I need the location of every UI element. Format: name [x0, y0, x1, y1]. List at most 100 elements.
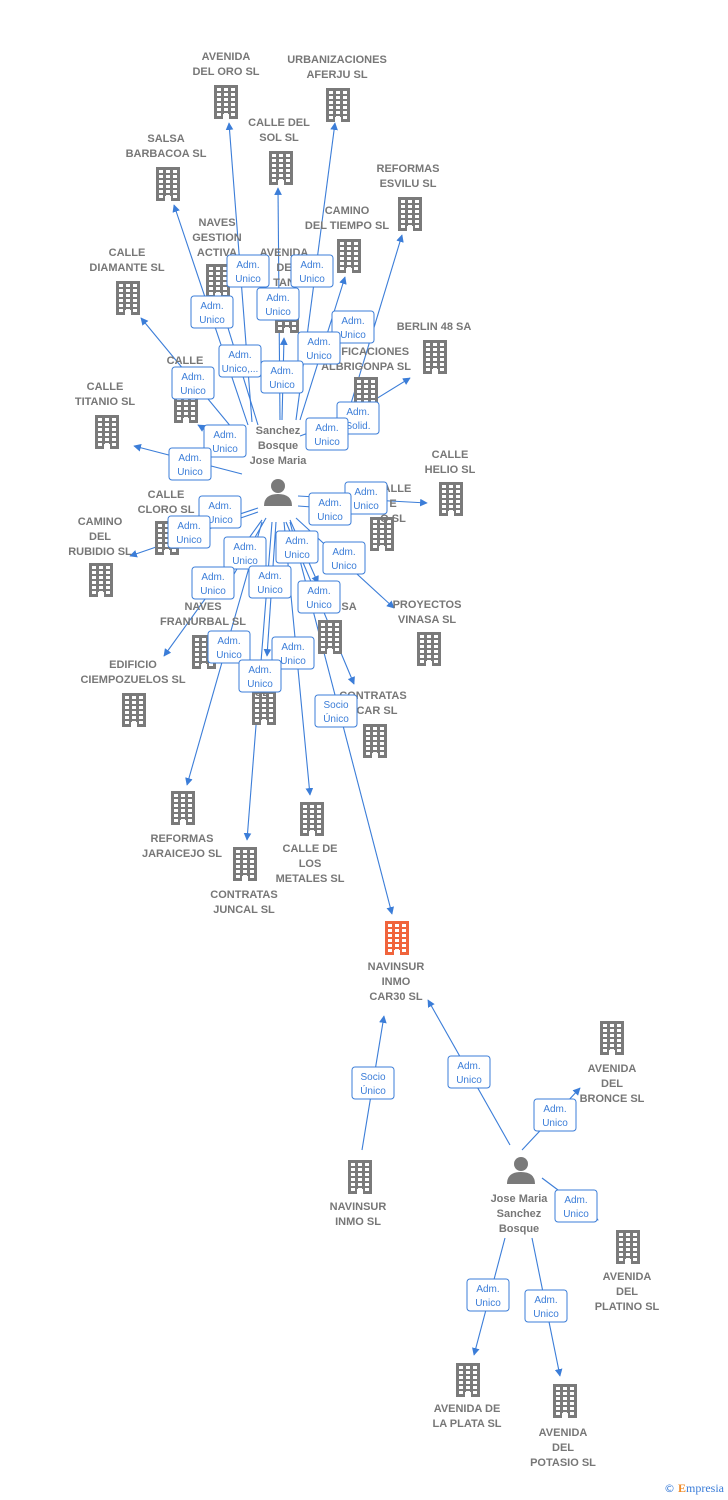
relation-box[interactable]	[524, 1289, 568, 1323]
relation-box[interactable]	[308, 492, 352, 526]
relation-label[interactable]: Adm.Unico	[223, 536, 267, 570]
relation-label[interactable]: Adm.Unico	[207, 630, 251, 664]
relation-box[interactable]	[275, 530, 319, 564]
relation-text: Unico	[199, 315, 225, 326]
person-icon[interactable]	[264, 479, 292, 506]
relation-text: Adm.	[285, 536, 308, 547]
relation-label[interactable]: Adm.Unico	[167, 515, 211, 549]
relation-label[interactable]: Adm.Unico	[344, 481, 388, 515]
relation-box[interactable]	[256, 287, 300, 321]
relation-label[interactable]: Adm.Unico	[203, 424, 247, 458]
relation-box[interactable]	[167, 515, 211, 549]
relation-label[interactable]: Adm.Unico	[331, 310, 375, 344]
building-icon[interactable]	[417, 632, 441, 666]
building-icon[interactable]	[95, 415, 119, 449]
relation-box[interactable]	[533, 1098, 577, 1132]
relation-box[interactable]	[190, 295, 234, 329]
svg-text:CALLE: CALLE	[87, 381, 124, 393]
building-icon[interactable]	[122, 693, 146, 727]
relation-label[interactable]: Adm.Unico	[554, 1189, 598, 1223]
relation-box[interactable]	[260, 360, 304, 394]
relation-text: Único	[360, 1084, 386, 1097]
relation-box[interactable]	[554, 1189, 598, 1223]
relation-label[interactable]: Adm.Unico	[260, 360, 304, 394]
person-icon[interactable]	[507, 1157, 535, 1184]
svg-text:Jose Maria: Jose Maria	[250, 455, 308, 467]
relation-label[interactable]: Adm.Unico	[322, 541, 366, 575]
building-icon[interactable]	[252, 691, 276, 725]
relation-box[interactable]	[171, 366, 215, 400]
relation-label[interactable]: Adm.Unico	[308, 492, 352, 526]
relation-box[interactable]	[466, 1278, 510, 1312]
relation-label[interactable]: Adm.Unico	[305, 417, 349, 451]
relation-label[interactable]: Adm.Unico	[297, 580, 341, 614]
relation-box[interactable]	[168, 447, 212, 481]
relation-box[interactable]	[203, 424, 247, 458]
target-company-icon[interactable]	[385, 921, 409, 955]
building-icon[interactable]	[171, 791, 195, 825]
relation-box[interactable]	[290, 254, 334, 288]
relation-label[interactable]: Adm.Unico	[275, 530, 319, 564]
relation-label[interactable]: Adm.Unico	[171, 366, 215, 400]
relation-box[interactable]	[248, 565, 292, 599]
building-icon[interactable]	[616, 1230, 640, 1264]
relation-box[interactable]	[223, 536, 267, 570]
relation-label[interactable]: Adm.Unico,...	[218, 344, 262, 378]
building-icon[interactable]	[89, 563, 113, 597]
relation-box[interactable]	[351, 1066, 395, 1100]
building-icon[interactable]	[337, 239, 361, 273]
relation-label[interactable]: Adm.Unico	[297, 331, 341, 365]
relation-box[interactable]	[314, 694, 358, 728]
building-icon[interactable]	[233, 847, 257, 881]
svg-text:CALLE DEL: CALLE DEL	[248, 117, 310, 129]
building-icon[interactable]	[326, 88, 350, 122]
relation-box[interactable]	[322, 541, 366, 575]
relation-box[interactable]	[297, 331, 341, 365]
relation-box[interactable]	[331, 310, 375, 344]
building-icon[interactable]	[116, 281, 140, 315]
relation-box[interactable]	[271, 636, 315, 670]
relation-label[interactable]: Adm.Unico	[290, 254, 334, 288]
company-label: BERLIN 48 SA	[397, 321, 472, 333]
relation-label[interactable]: Adm.Unico	[466, 1278, 510, 1312]
relation-label[interactable]: Adm.Unico	[191, 566, 235, 600]
relation-label[interactable]: Adm.Unico	[190, 295, 234, 329]
relation-box[interactable]	[297, 580, 341, 614]
relation-label[interactable]: Adm.Unico	[168, 447, 212, 481]
building-icon[interactable]	[423, 340, 447, 374]
building-icon[interactable]	[214, 85, 238, 119]
relation-box[interactable]	[191, 566, 235, 600]
relation-box[interactable]	[226, 254, 270, 288]
relation-label[interactable]: Adm.Unico	[447, 1055, 491, 1089]
building-icon[interactable]	[439, 482, 463, 516]
building-icon[interactable]	[348, 1160, 372, 1194]
building-icon[interactable]	[363, 724, 387, 758]
relation-box[interactable]	[305, 417, 349, 451]
building-icon[interactable]	[456, 1363, 480, 1397]
building-icon[interactable]	[370, 517, 394, 551]
relation-label[interactable]: Adm.Unico	[271, 636, 315, 670]
relation-label[interactable]: Adm.Unico	[238, 659, 282, 693]
building-icon[interactable]	[600, 1021, 624, 1055]
building-icon[interactable]	[300, 802, 324, 836]
relation-label[interactable]: Adm.Unico	[533, 1098, 577, 1132]
building-icon[interactable]	[553, 1384, 577, 1418]
building-icon[interactable]	[269, 151, 293, 185]
relation-box[interactable]	[207, 630, 251, 664]
relation-label[interactable]: Adm.Unico	[248, 565, 292, 599]
relation-text: Adm.	[281, 642, 304, 653]
building-icon[interactable]	[318, 620, 342, 654]
relation-box[interactable]	[238, 659, 282, 693]
relation-box[interactable]	[218, 344, 262, 378]
relation-label[interactable]: Adm.Unico	[524, 1289, 568, 1323]
relation-label[interactable]: Adm.Unico	[226, 254, 270, 288]
relation-label[interactable]: Adm.Unico	[256, 287, 300, 321]
svg-text:FRANURBAL SL: FRANURBAL SL	[160, 616, 246, 628]
building-icon[interactable]	[156, 167, 180, 201]
building-icon[interactable]	[206, 264, 230, 298]
building-icon[interactable]	[398, 197, 422, 231]
relation-box[interactable]	[447, 1055, 491, 1089]
